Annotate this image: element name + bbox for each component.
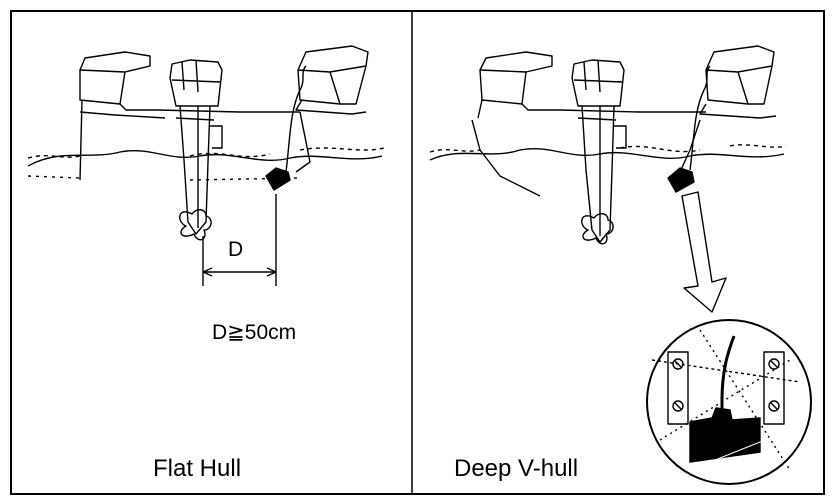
detail-contents	[651, 329, 801, 471]
deep-hull-right	[699, 103, 777, 119]
flat-hull-left	[79, 111, 166, 119]
deep-deck-line	[559, 109, 706, 113]
flat-motor-cowl	[169, 59, 223, 107]
detail-magnifier	[646, 319, 812, 485]
flat-transducer	[265, 167, 291, 191]
deep-transom-right	[705, 45, 775, 73]
deep-motor-cowl	[571, 59, 625, 107]
deep-hull-title: Deep V-hull	[454, 455, 579, 482]
deep-hull-illustration	[429, 45, 812, 485]
deep-transom-left	[479, 51, 553, 73]
flat-dim-arrow-right	[266, 267, 277, 277]
deep-propeller	[581, 213, 614, 245]
pointer-arrow-icon	[681, 191, 727, 313]
distance-condition: D≧50cm	[212, 321, 297, 344]
dimension-label-d: D	[228, 238, 244, 261]
detail-bracket-right	[763, 351, 785, 425]
flat-hull-illustration	[27, 45, 385, 286]
deep-motor-shaft	[581, 105, 615, 243]
detail-bracket-left	[667, 351, 689, 425]
flat-hull-title: Flat Hull	[153, 455, 242, 482]
flat-transom-right	[297, 45, 369, 73]
deep-transducer-cable	[689, 65, 711, 171]
flat-propeller	[179, 209, 212, 241]
flat-dim-arrow-left	[202, 267, 213, 277]
flat-transducer-cable	[285, 65, 307, 173]
detail-cable	[720, 335, 736, 420]
flat-deck-line	[157, 109, 300, 113]
outer-border	[10, 10, 825, 495]
deep-hull-left	[471, 119, 541, 197]
flat-transom-left	[79, 51, 151, 73]
deep-water-line	[429, 147, 785, 161]
flat-hull-right	[295, 99, 367, 115]
deep-transducer	[667, 167, 695, 193]
flat-motor-shaft	[179, 105, 211, 235]
flat-water-line	[27, 149, 383, 167]
